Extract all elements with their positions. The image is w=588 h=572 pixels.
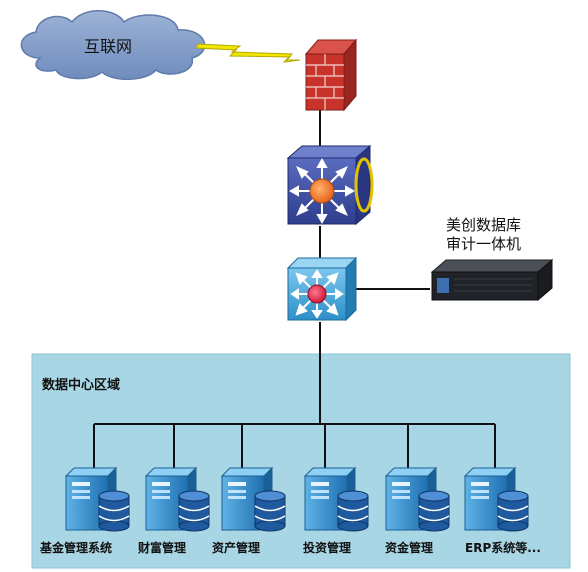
datacenter-zone — [31, 353, 571, 569]
lightning-icon — [195, 43, 301, 63]
database-icon — [178, 490, 210, 532]
database-icon — [418, 490, 450, 532]
system-label-fund: 基金管理系统 — [40, 541, 113, 555]
cloud-icon — [20, 10, 206, 80]
database-icon — [337, 490, 369, 532]
access-switch-icon — [286, 256, 358, 322]
firewall-icon — [304, 38, 358, 112]
database-icon — [98, 490, 130, 532]
system-label-asset: 资产管理 — [212, 541, 261, 555]
audit-appliance-label-line2: 审计一体机 — [446, 235, 522, 253]
connection-lines — [93, 110, 496, 470]
datacenter-title: 数据中心区域 — [42, 378, 121, 393]
system-label-investment: 投资管理 — [303, 541, 352, 555]
database-icon — [254, 490, 286, 532]
internet-label: 互联网 — [84, 37, 133, 56]
system-label-funds: 资金管理 — [385, 541, 434, 555]
system-label-erp: ERP系统等... — [465, 541, 541, 555]
audit-appliance-icon — [430, 258, 554, 302]
audit-appliance-label-line1: 美创数据库 — [446, 216, 522, 234]
database-icon — [497, 490, 529, 532]
core-switch-icon — [286, 144, 374, 226]
system-label-wealth: 财富管理 — [138, 541, 187, 555]
